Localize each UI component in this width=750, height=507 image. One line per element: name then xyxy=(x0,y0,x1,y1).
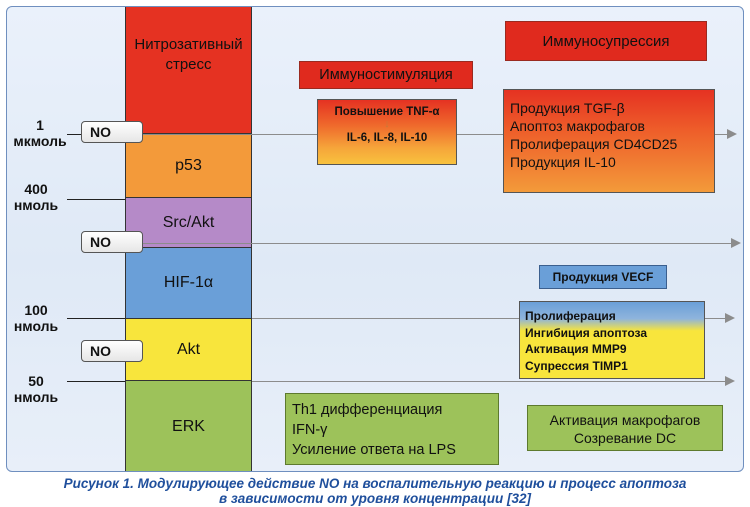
diagram-panel: Нитрозативный стресс p53 Src/Akt HIF-1α … xyxy=(6,6,744,472)
segment-nitrosative-stress: Нитрозативный стресс xyxy=(125,7,252,134)
conc-label-400-nmol: 400 нмоль xyxy=(13,181,59,213)
arrow-line-2 xyxy=(137,243,731,244)
arrowhead-3 xyxy=(725,313,735,323)
tnf-increase-box: Повышение TNF-α ↓ IL-6, IL-8, IL-10 xyxy=(317,99,457,165)
conc-label-1-umol: 1 мкмоль xyxy=(13,117,67,149)
proliferation-box: Пролиферация Ингибиция апоптоза Активаци… xyxy=(519,301,705,379)
arrowhead-1 xyxy=(727,129,737,139)
immunosuppression-box: Иммуносупрессия xyxy=(505,21,707,61)
arrow-line-3 xyxy=(252,318,725,319)
no-marker-2: NO xyxy=(81,231,143,253)
conc-label-50-nmol: 50 нмоль xyxy=(13,373,59,405)
tick-50-nmol xyxy=(67,381,125,382)
conc-label-100-nmol: 100 нмоль xyxy=(13,302,59,334)
immunostimulation-box: Иммуностимуляция xyxy=(299,61,473,89)
segment-hif-1a: HIF-1α xyxy=(125,248,252,319)
tick-400-nmol xyxy=(67,199,125,200)
segment-akt: Akt xyxy=(125,319,252,381)
vecf-production-box: Продукция VECF xyxy=(539,265,667,289)
arrow-line-4 xyxy=(252,381,725,382)
th1-differentiation-box: Th1 дифференциация IFN-γ Усиление ответа… xyxy=(285,393,499,465)
tnf-arrow-icon: ↓ xyxy=(384,118,390,130)
no-marker-3: NO xyxy=(81,340,143,362)
segment-p53: p53 xyxy=(125,134,252,198)
segment-erk: ERK xyxy=(125,381,252,471)
figure-caption: Рисунок 1. Модулирующее действие NO на в… xyxy=(63,476,687,506)
macrophage-activation-box: Активация макрофагов Созревание DC xyxy=(527,405,723,451)
no-marker-1: NO xyxy=(81,121,143,143)
arrowhead-2 xyxy=(731,238,741,248)
arrowhead-4 xyxy=(725,376,735,386)
tgf-production-box: Продукция TGF-β Апоптоз макрофагов Проли… xyxy=(503,89,715,193)
segment-src-akt: Src/Akt xyxy=(125,198,252,248)
tick-100-nmol xyxy=(67,318,125,319)
